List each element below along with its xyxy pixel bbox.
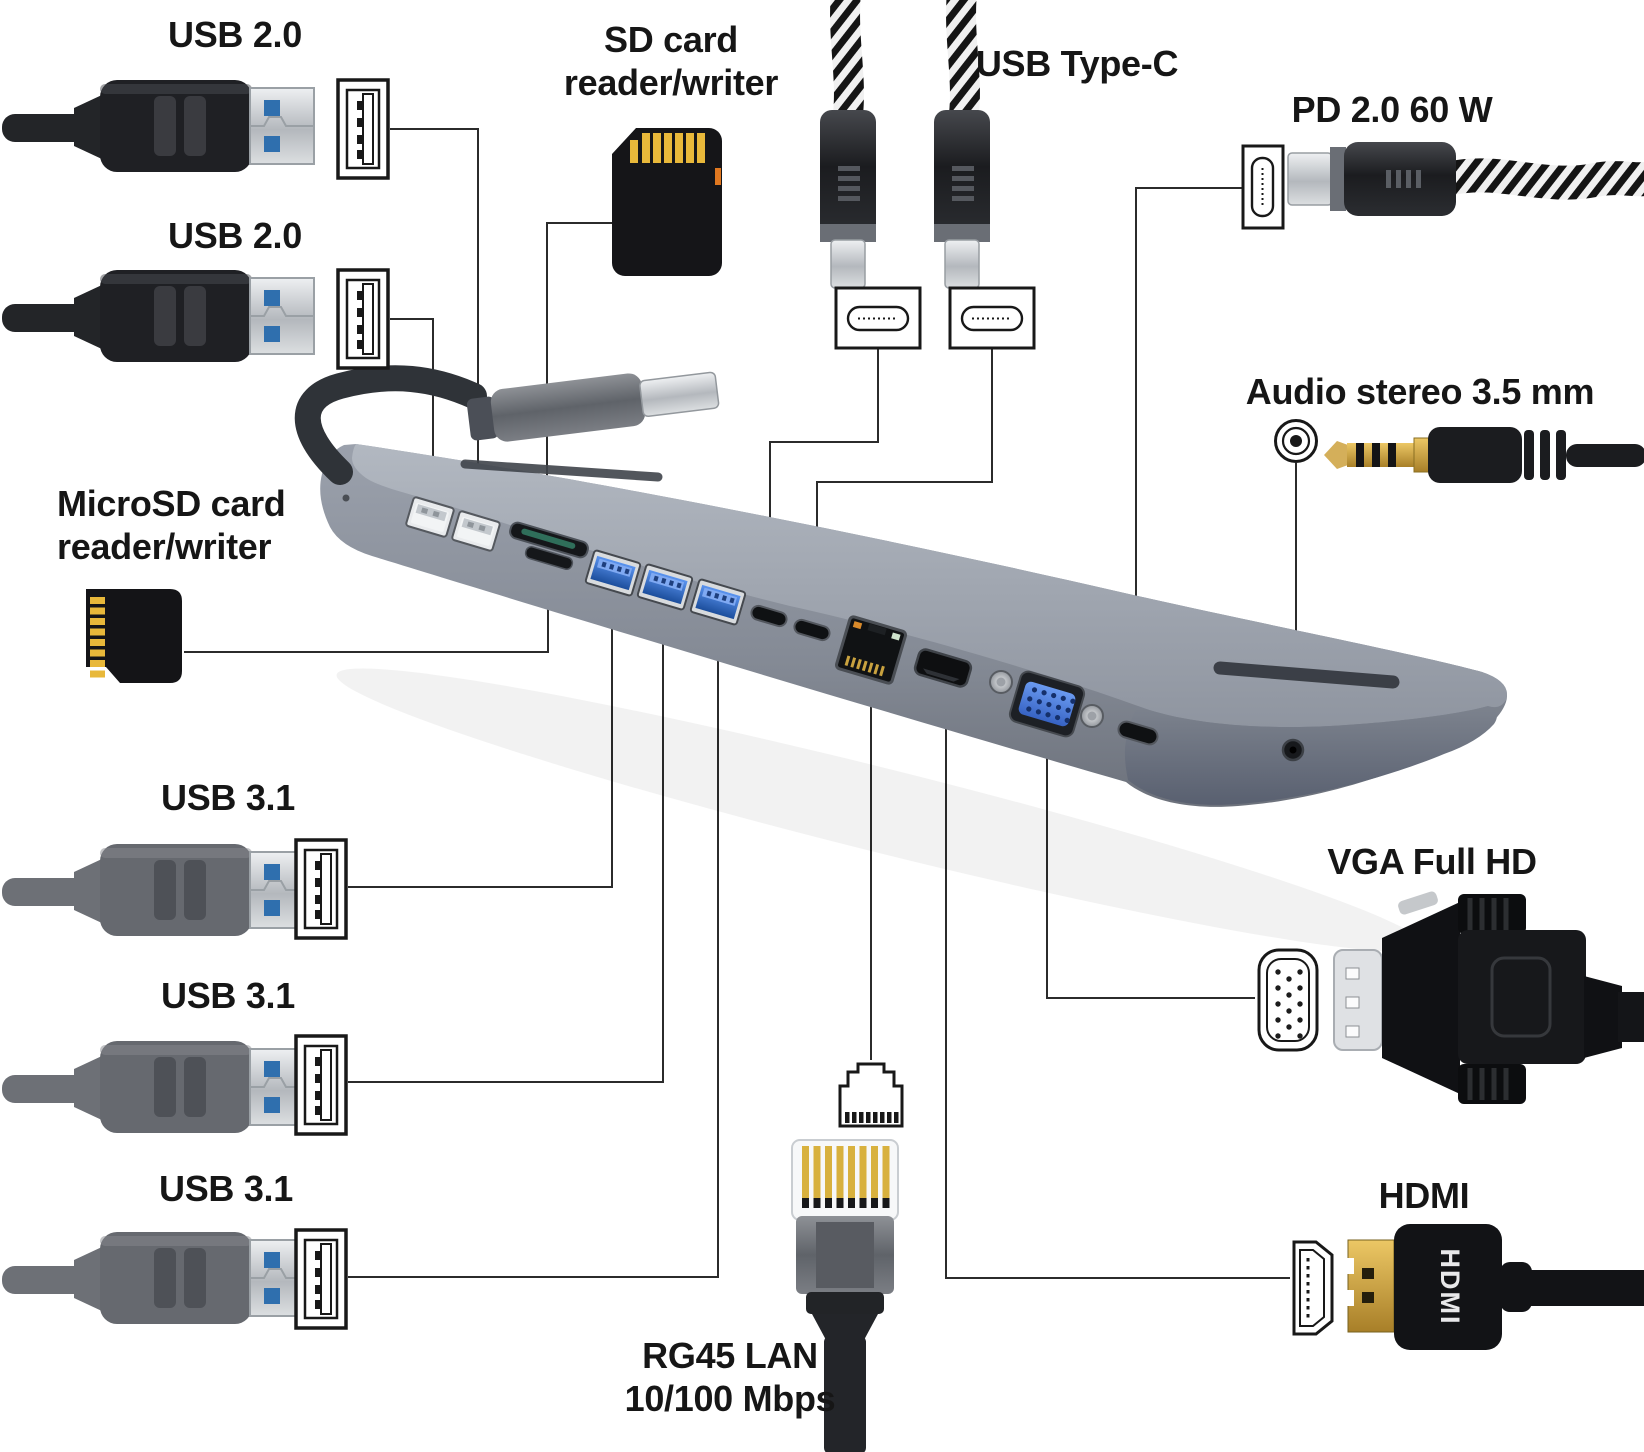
hub-pd-port bbox=[1117, 720, 1159, 746]
hub-usbc-port-2 bbox=[793, 618, 831, 642]
usb2-plug-1 bbox=[1, 79, 315, 173]
hub-wedge-face bbox=[1124, 706, 1497, 805]
label-usb-type-c: USB Type-C bbox=[975, 43, 1179, 84]
label-microsd-line1: MicroSD card bbox=[57, 483, 286, 524]
lan-port-icon bbox=[838, 1062, 904, 1128]
label-usb31-3: USB 3.1 bbox=[159, 1168, 293, 1209]
label-usb2-2: USB 2.0 bbox=[168, 215, 302, 256]
hub-sd-slot bbox=[509, 521, 589, 559]
hub-vga-screw-2-center bbox=[1087, 711, 1097, 721]
hdmi-port-icon bbox=[1292, 1240, 1334, 1336]
hub-host-usbc-connector bbox=[466, 371, 720, 442]
audio-jack-icon bbox=[1274, 419, 1318, 463]
label-usb31-1: USB 3.1 bbox=[161, 777, 295, 818]
hub-audio-jack bbox=[1281, 738, 1305, 762]
hub-logo-slash-left bbox=[460, 459, 663, 482]
line-hdmi bbox=[945, 684, 1290, 1279]
label-usb31-2: USB 3.1 bbox=[161, 975, 295, 1016]
connector-lines bbox=[184, 128, 1297, 1279]
label-audio: Audio stereo 3.5 mm bbox=[1245, 371, 1595, 412]
label-microsd-line2: reader/writer bbox=[57, 526, 272, 568]
label-lan-line2: 10/100 Mbps bbox=[624, 1378, 836, 1420]
typec-port-icon-2 bbox=[948, 286, 1036, 350]
hub-usb3-port-1 bbox=[584, 549, 642, 597]
hub-top-face bbox=[352, 444, 1507, 728]
typec-port-icon-1 bbox=[834, 286, 922, 350]
hub-logo-slash-right bbox=[1213, 661, 1400, 689]
hdmi-plug: HDMI bbox=[1342, 1224, 1644, 1350]
hub-microsd-slot bbox=[524, 546, 574, 570]
usb31-plug-2 bbox=[1, 1040, 315, 1134]
sd-card bbox=[612, 128, 722, 276]
lan-plug bbox=[791, 1139, 899, 1452]
hub-usb3-port-2 bbox=[636, 563, 694, 611]
hub-lan-port bbox=[834, 615, 908, 685]
line-pd bbox=[1135, 187, 1243, 724]
label-sd-line2: reader/writer bbox=[563, 62, 779, 104]
line-usb31-2 bbox=[348, 604, 664, 1083]
typec-cable-1 bbox=[820, 0, 876, 289]
label-usb2-1: USB 2.0 bbox=[168, 14, 302, 55]
hub-usb3-port-3 bbox=[689, 578, 747, 626]
pd-usbc-icon bbox=[1241, 144, 1285, 230]
label-microsd-reader: MicroSD card reader/writer bbox=[57, 482, 286, 568]
label-vga: VGA Full HD bbox=[1327, 841, 1537, 882]
label-lan: RG45 LAN 10/100 Mbps bbox=[625, 1334, 836, 1420]
label-sd-reader: SD card reader/writer bbox=[563, 18, 779, 104]
usb2-port-icon-2 bbox=[336, 268, 390, 370]
hub-pinhole bbox=[342, 494, 350, 502]
line-usb31-3 bbox=[348, 619, 719, 1278]
typec-cable-2 bbox=[934, 0, 990, 289]
label-hdmi: HDMI bbox=[1378, 1175, 1470, 1216]
audio-plug bbox=[1324, 427, 1644, 483]
label-pd: PD 2.0 60 W bbox=[1291, 89, 1493, 130]
hub-hdmi-port bbox=[913, 648, 973, 688]
line-vga bbox=[1046, 730, 1255, 999]
usb31-plug-3 bbox=[1, 1231, 315, 1325]
dock-hub bbox=[294, 365, 1508, 952]
label-lan-line1: RG45 LAN bbox=[642, 1335, 818, 1376]
vga-plug bbox=[1333, 891, 1644, 1104]
label-sd-line1: SD card bbox=[604, 19, 738, 60]
usb2-plug-2 bbox=[1, 269, 315, 363]
hdmi-plug-marking: HDMI bbox=[1435, 1249, 1465, 1326]
usb2-port-icon-1 bbox=[336, 78, 390, 180]
vga-port-icon bbox=[1257, 948, 1319, 1052]
hub-usb2-port-2 bbox=[451, 510, 501, 552]
pd-cable bbox=[1287, 142, 1644, 216]
hub-vga-screw-1-center bbox=[996, 677, 1006, 687]
usb31-port-icon-3 bbox=[294, 1228, 348, 1330]
hub-usb2-port-1 bbox=[405, 496, 455, 538]
usb31-port-icon-1 bbox=[294, 838, 348, 940]
hub-vga-port bbox=[1008, 670, 1086, 738]
hub-usbc-port-1 bbox=[750, 604, 788, 628]
hub-host-cable bbox=[294, 365, 487, 485]
usb31-port-icon-2 bbox=[294, 1034, 348, 1136]
microsd-card bbox=[86, 589, 182, 683]
line-usb2-2 bbox=[390, 318, 434, 504]
line-usb31-1 bbox=[348, 592, 613, 888]
usb31-plug-1 bbox=[1, 843, 315, 937]
